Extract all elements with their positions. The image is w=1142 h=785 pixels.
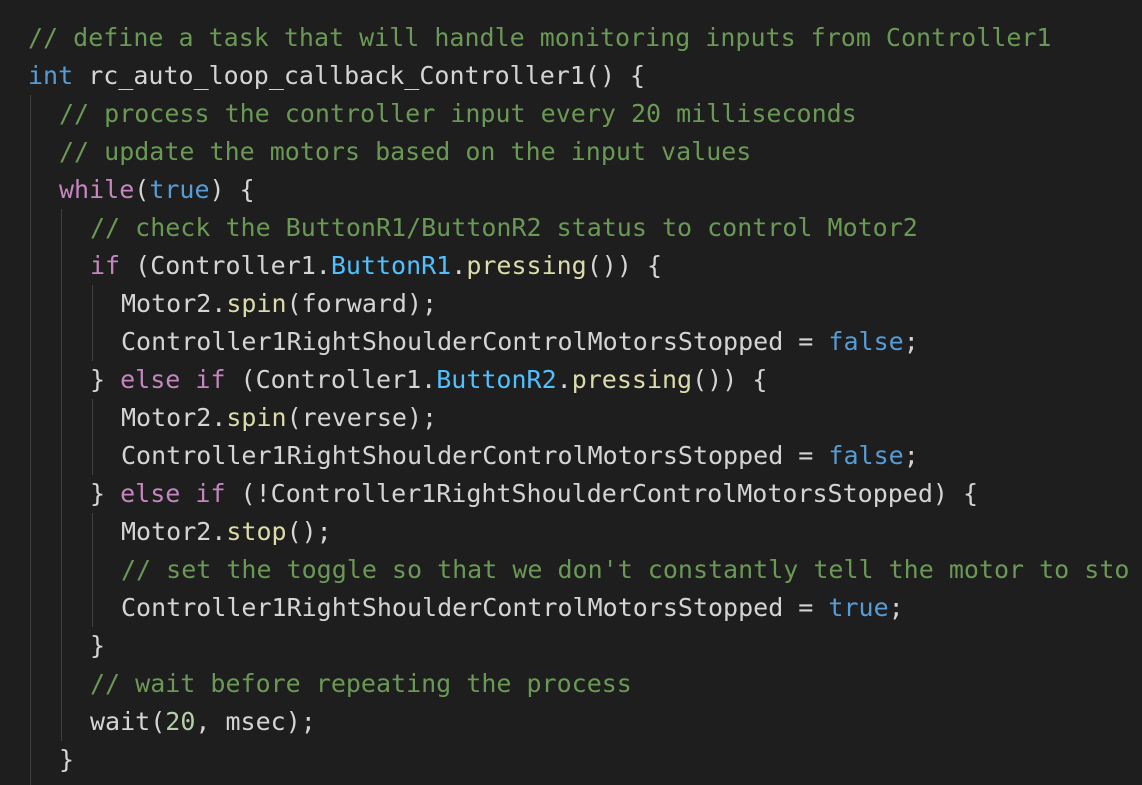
code-token-control: while (59, 175, 135, 204)
code-line[interactable]: } (90, 627, 105, 665)
code-token-plain: (reverse); (286, 403, 438, 432)
code-line[interactable]: Controller1RightShoulderControlMotorsSto… (121, 323, 919, 361)
code-line[interactable]: } (59, 741, 74, 779)
code-token-plain: ( (134, 175, 150, 204)
code-token-comment: // set the toggle so that we don't const… (121, 555, 1130, 584)
code-token-plain: Motor2. (121, 517, 227, 546)
code-token-plain: } (90, 631, 106, 660)
code-line[interactable]: // set the toggle so that we don't const… (121, 551, 1129, 589)
code-token-plain: wait (90, 707, 151, 736)
indent-guide (61, 209, 62, 741)
code-token-plain: (Controller1. (225, 365, 437, 394)
code-token-plain (180, 479, 195, 508)
code-token-comment: // define a task that will handle monito… (28, 23, 1052, 52)
code-line[interactable]: Controller1RightShoulderControlMotorsSto… (121, 437, 919, 475)
code-token-keyword: true (149, 175, 210, 204)
code-token-function: stop (226, 517, 287, 546)
code-token-plain: Controller1RightShoulderControlMotorsSto… (121, 593, 829, 622)
code-line[interactable]: Motor2.spin(forward); (121, 285, 437, 323)
code-line[interactable]: // process the controller input every 20… (59, 95, 857, 133)
code-line[interactable]: // define a task that will handle monito… (28, 19, 1052, 57)
code-token-plain: ( (150, 707, 166, 736)
code-line[interactable]: } else if (!Controller1RightShoulderCont… (90, 475, 978, 513)
code-line[interactable]: if (Controller1.ButtonR1.pressing()) { (90, 247, 662, 285)
code-token-plain: } (90, 365, 121, 394)
code-token-plain: Motor2. (121, 289, 227, 318)
code-token-control: if (195, 365, 226, 394)
code-line[interactable]: wait(20, msec); (90, 703, 316, 741)
code-line[interactable]: Controller1RightShoulderControlMotorsSto… (121, 589, 904, 627)
code-token-num: 20 (165, 707, 196, 736)
code-token-plain: ; (903, 441, 919, 470)
code-token-property: ButtonR2 (436, 365, 557, 394)
code-token-plain: . (556, 365, 572, 394)
code-token-plain: ()) { (586, 251, 662, 280)
code-token-plain: . (451, 251, 467, 280)
code-line[interactable]: while(true) { (59, 171, 255, 209)
code-token-keyword: false (828, 327, 904, 356)
code-token-plain: rc_auto_loop_callback_Controller1() { (73, 61, 646, 90)
code-token-plain: (Controller1. (120, 251, 331, 280)
code-token-plain: ()) { (692, 365, 768, 394)
code-token-plain: ; (888, 593, 904, 622)
code-token-control: if (90, 251, 121, 280)
code-token-plain (180, 365, 195, 394)
code-line[interactable]: Motor2.stop(); (121, 513, 332, 551)
code-line[interactable]: // update the motors based on the input … (59, 133, 751, 171)
code-token-plain: (); (286, 517, 332, 546)
code-token-comment: // check the ButtonR1/ButtonR2 status to… (90, 213, 918, 242)
code-token-function: pressing (466, 251, 587, 280)
code-token-function: pressing (571, 365, 693, 394)
code-line[interactable]: // check the ButtonR1/ButtonR2 status to… (90, 209, 918, 247)
code-token-keyword: false (828, 441, 904, 470)
code-line[interactable]: // wait before repeating the process (90, 665, 632, 703)
code-token-function: spin (226, 403, 287, 432)
code-token-plain: Controller1RightShoulderControlMotorsSto… (121, 327, 829, 356)
code-token-control: if (195, 479, 226, 508)
code-token-plain: (forward); (286, 289, 438, 318)
code-token-plain: Motor2. (121, 403, 227, 432)
code-token-property: ButtonR1 (330, 251, 452, 280)
code-token-function: spin (226, 289, 287, 318)
indent-guide (30, 95, 31, 785)
code-token-plain: ) { (209, 175, 255, 204)
code-line[interactable]: Motor2.spin(reverse); (121, 399, 437, 437)
code-token-plain: , msec); (195, 707, 316, 736)
code-token-comment: // wait before repeating the process (90, 669, 632, 698)
code-token-plain: } (59, 745, 75, 774)
code-token-plain: } (90, 479, 121, 508)
code-token-plain: Controller1RightShoulderControlMotorsSto… (121, 441, 829, 470)
code-line[interactable]: int rc_auto_loop_callback_Controller1() … (28, 57, 645, 95)
code-token-comment: // update the motors based on the input … (59, 137, 752, 166)
indent-guide (92, 513, 93, 627)
code-token-control: else (120, 479, 181, 508)
code-token-control: else (120, 365, 181, 394)
indent-guide (92, 285, 93, 361)
code-token-keyword: true (828, 593, 889, 622)
code-token-comment: // process the controller input every 20… (59, 99, 857, 128)
code-token-keyword: int (28, 61, 74, 90)
code-line[interactable]: } else if (Controller1.ButtonR2.pressing… (90, 361, 767, 399)
code-token-plain: (!Controller1RightShoulderControlMotorsS… (225, 479, 979, 508)
indent-guide (92, 399, 93, 475)
code-token-plain: ; (903, 327, 919, 356)
